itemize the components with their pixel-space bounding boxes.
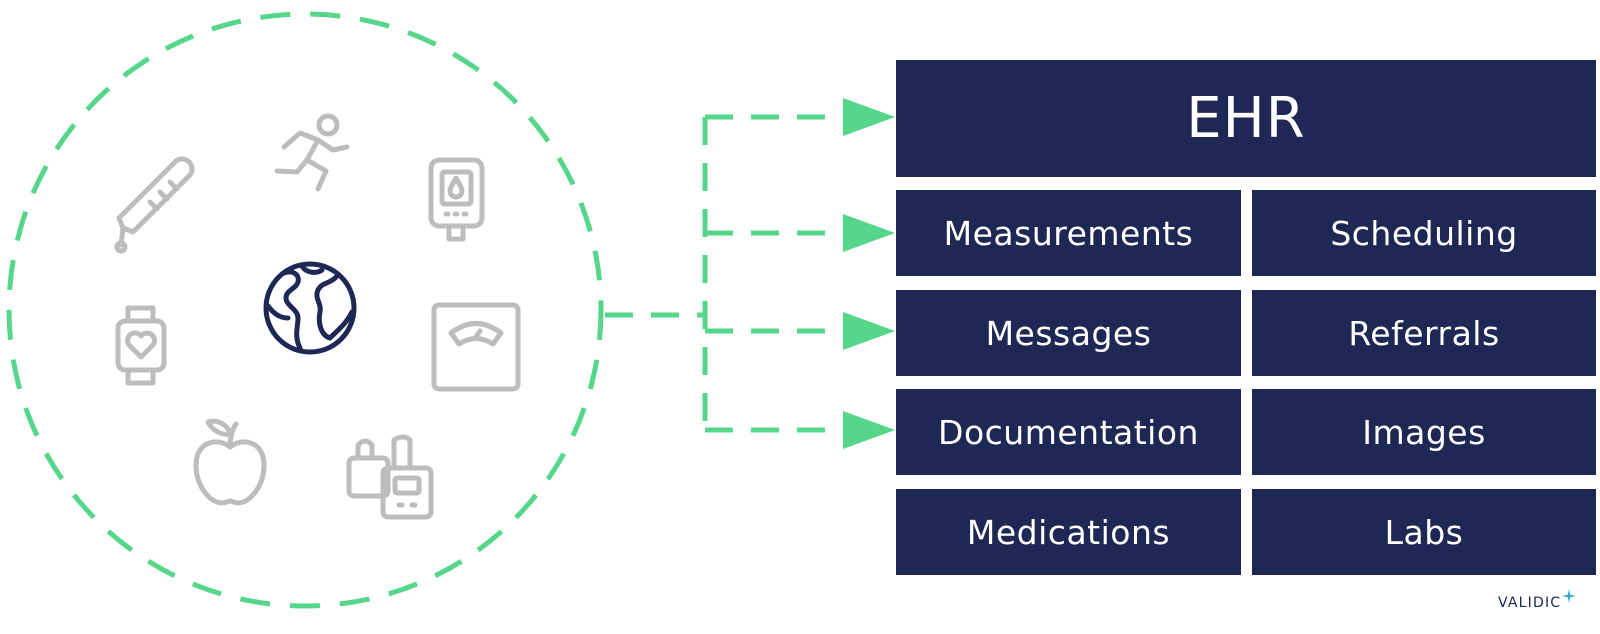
category-label: Documentation (938, 412, 1199, 452)
category-labs: Labs (1252, 489, 1596, 575)
brand-name: VALIDIC (1498, 595, 1562, 611)
runner-icon (274, 113, 350, 192)
category-messages: Messages (896, 290, 1241, 376)
insulin-pump-icon (346, 434, 434, 520)
category-label: Medications (966, 512, 1171, 552)
category-documentation: Documentation (896, 389, 1241, 475)
glucose-meter-icon (428, 157, 485, 242)
globe-icon (263, 261, 357, 355)
category-label: Images (1362, 412, 1486, 452)
arrowhead-measurements (843, 214, 895, 252)
category-referrals: Referrals (1252, 290, 1596, 376)
arrowhead-messages (843, 312, 895, 350)
category-label: Messages (985, 313, 1152, 353)
category-label: Referrals (1348, 313, 1500, 353)
category-label: Labs (1384, 512, 1464, 552)
ehr-title: EHR (1186, 86, 1306, 151)
connector-lines (605, 114, 845, 433)
arrowhead-ehr (843, 98, 895, 136)
weight-scale-icon (431, 302, 521, 392)
thermometer-icon (114, 156, 195, 254)
category-scheduling: Scheduling (1252, 190, 1596, 276)
category-label: Measurements (943, 213, 1194, 253)
data-sources-circle (6, 11, 604, 609)
sparkle-icon (1562, 589, 1577, 603)
category-measurements: Measurements (896, 190, 1241, 276)
ehr-title-box: EHR (896, 60, 1596, 177)
category-images: Images (1252, 389, 1596, 475)
smartwatch-heart-icon (115, 305, 167, 386)
arrowhead-documentation (843, 411, 895, 449)
apple-icon (193, 418, 267, 506)
category-medications: Medications (896, 489, 1241, 575)
connector-arrowheads (843, 98, 895, 449)
category-label: Scheduling (1330, 213, 1518, 253)
brand-logo: VALIDIC (1498, 589, 1577, 615)
